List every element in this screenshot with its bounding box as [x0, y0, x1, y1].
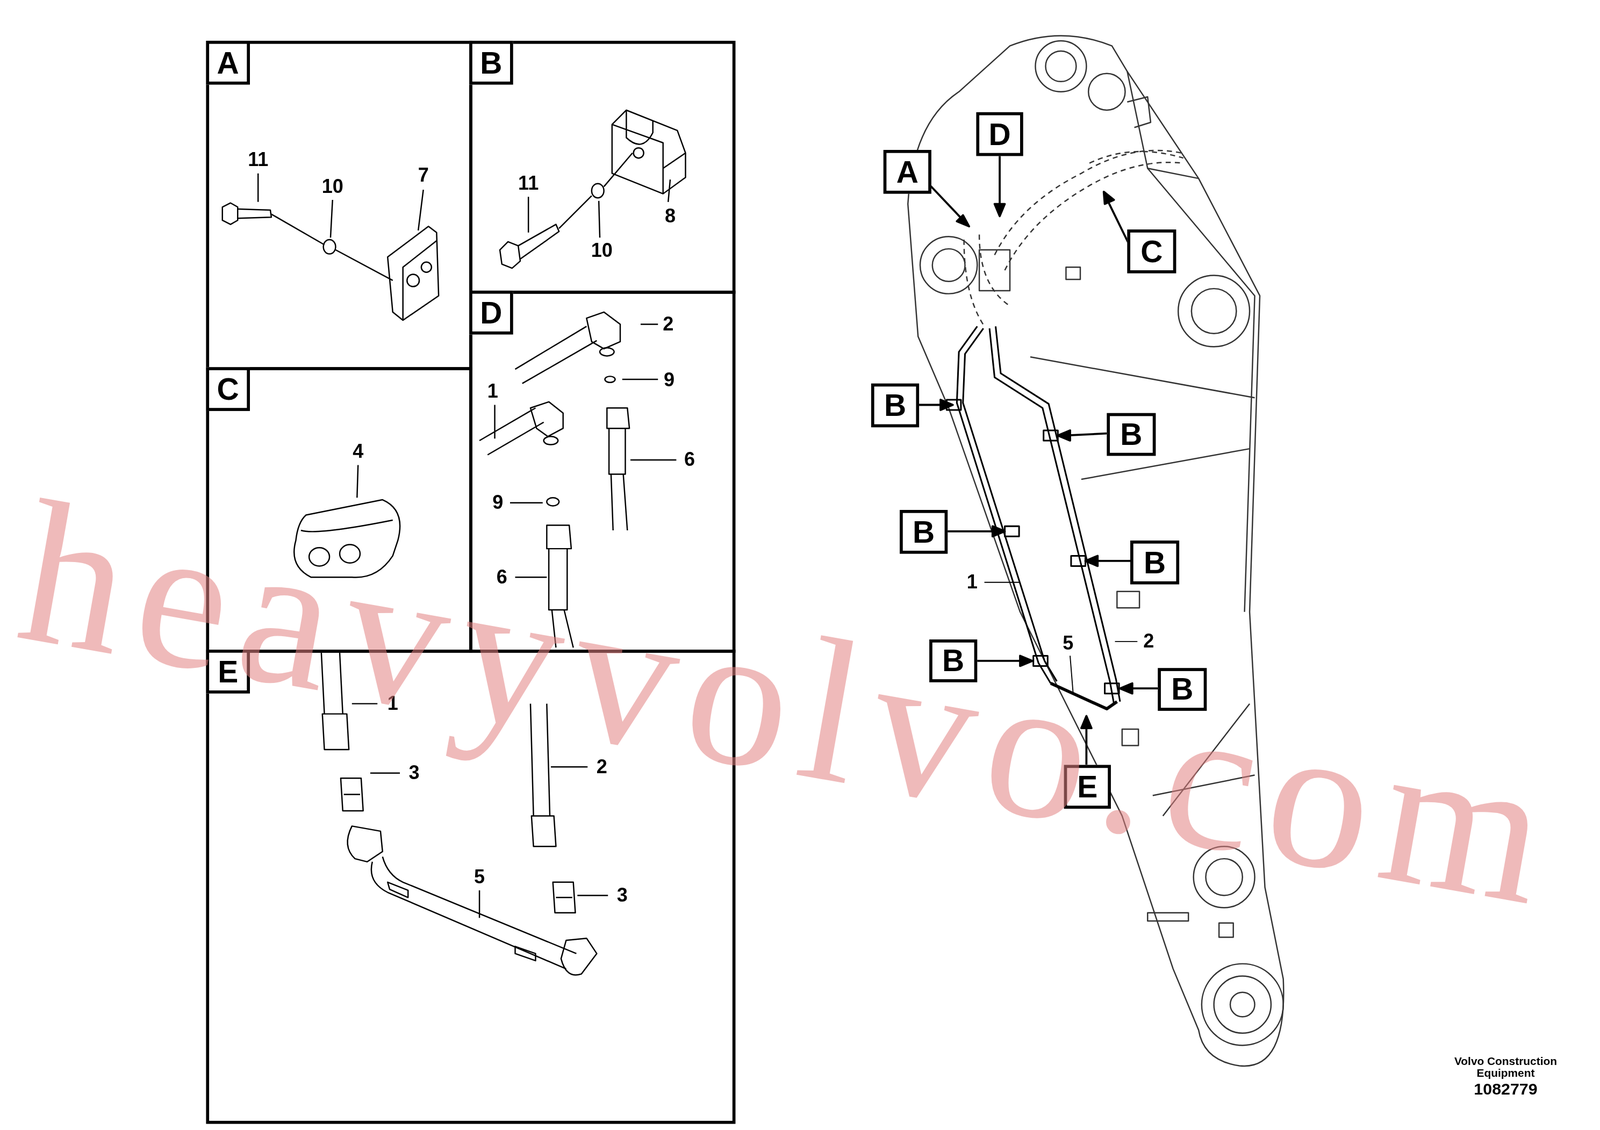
detail-tag: C — [1127, 229, 1176, 274]
panel-a-parts — [222, 173, 439, 321]
callout-number: 4 — [352, 440, 364, 464]
watermark: heavyvolvo.com — [4, 454, 1576, 954]
panel-letter-box: A — [205, 40, 250, 85]
drawing-number: 1082779 — [1473, 1080, 1538, 1099]
callout-number: 10 — [321, 175, 344, 198]
callout-number: 11 — [518, 172, 539, 196]
panel-letter-box: C — [205, 367, 250, 412]
panel-letter-box: B — [469, 40, 514, 85]
detail-tag: B — [1130, 540, 1180, 585]
panel-letter: C — [217, 371, 240, 407]
callout-number: 8 — [664, 205, 676, 228]
panel-letter: D — [479, 295, 502, 330]
panel-b-parts — [499, 110, 686, 269]
callout-number: 11 — [247, 148, 269, 172]
callout-number: 7 — [418, 164, 429, 188]
tag-letter: B — [884, 388, 907, 423]
detail-tag: A — [883, 149, 932, 195]
panel-letter: B — [479, 45, 502, 81]
tag-letter: C — [1140, 234, 1163, 270]
tag-letter: B — [1120, 417, 1143, 452]
detail-tag: B — [899, 510, 948, 555]
callout-number: 6 — [684, 448, 695, 472]
callout-number: 3 — [616, 884, 628, 908]
panel-letter-box: D — [469, 290, 514, 335]
tag-letter: D — [988, 116, 1011, 152]
tag-letter: B — [912, 514, 935, 550]
callout-number: 5 — [474, 865, 485, 889]
callout-number: 9 — [663, 369, 675, 392]
callout-number: 1 — [966, 571, 978, 594]
tag-letter: A — [896, 154, 919, 190]
callout-number: 1 — [487, 380, 499, 404]
detail-tag: B — [871, 383, 920, 428]
detail-panel: A — [205, 40, 472, 371]
boom-drawing — [907, 35, 1284, 1066]
callout-number: 2 — [662, 313, 674, 336]
detail-tag: D — [976, 112, 1023, 157]
callout-number: 3 — [409, 762, 420, 785]
publisher-name: Volvo Construction Equipment — [1444, 1055, 1568, 1080]
tag-letter: B — [1143, 544, 1166, 580]
panel-letter: A — [217, 45, 240, 81]
callout-number: 9 — [492, 491, 504, 515]
callout-number: 10 — [591, 239, 613, 263]
detail-tag: B — [1106, 413, 1156, 457]
